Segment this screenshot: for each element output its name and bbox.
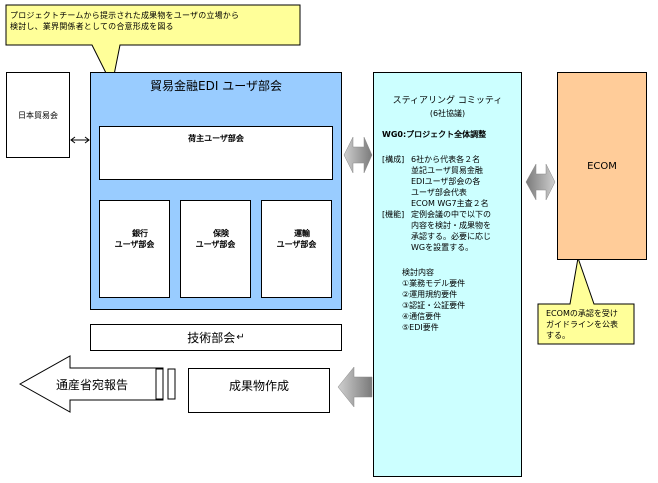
insurance-user-group: 保険 ユーザ部会 — [180, 200, 251, 298]
composition-line: 並記ユーザ貿易金融 — [411, 166, 483, 175]
japan-trade-assoc-box: 日本貿易会 — [6, 72, 70, 158]
block-arrow-deliverables-icon — [337, 366, 373, 408]
topic-item: ⑤EDI要件 — [402, 323, 439, 332]
function-line: WGを設置する。 — [411, 243, 474, 252]
function-line: 承認する。必要に応じ — [411, 232, 491, 241]
topic-item: ②運用規約要件 — [402, 290, 458, 299]
report-arrow-label: 通産省宛報告 — [56, 378, 129, 392]
topic-item: ③認証・公証要件 — [402, 301, 466, 310]
steering-wg0: WG0:プロジェクト全体調整 — [382, 130, 487, 139]
steering-function: 定例会議の中で以下の 内容を検討・成果物を 承認する。必要に応じ WGを設置する… — [411, 209, 521, 253]
transport-user-group-label: 運輸 ユーザ部会 — [276, 229, 317, 249]
topic-item: ④通信要件 — [402, 312, 442, 321]
bank-user-group-label: 銀行 ユーザ部会 — [114, 229, 155, 249]
composition-line: EDIユーザ部会の各 — [411, 177, 481, 186]
transport-user-group: 運輸 ユーザ部会 — [261, 200, 332, 298]
ecom-label: ECOM — [587, 160, 617, 172]
steering-subtitle: (6社協議) — [429, 109, 466, 118]
function-line: 定例会議の中で以下の — [411, 210, 491, 219]
trade-finance-group: 貿易金融EDI ユーザ部会 荷主ユーザ部会 銀行 ユーザ部会 保険 ユーザ部会 … — [90, 72, 342, 310]
steering-function-label: [機能] — [382, 210, 405, 219]
topic-item: ①業務モデル要件 — [402, 279, 466, 288]
steering-committee: スティアリング コミッティ (6社協議) WG0:プロジェクト全体調整 [構成]… — [373, 72, 522, 477]
callout-ecom-shape — [537, 256, 635, 345]
callout-top-text: プロジェクトチームから提示された成果物をユーザの立場から 検討し、業界関係者とし… — [10, 11, 240, 31]
steering-composition-label: [構成] — [382, 155, 405, 164]
composition-line: 6社から代表各２名 — [411, 155, 481, 164]
tech-committee-box: 技術部会 ↵ — [90, 324, 342, 351]
steering-topics: ①業務モデル要件 ②運用規約要件 ③認証・公証要件 ④通信要件 ⑤EDI要件 — [402, 278, 520, 333]
callout-ecom-text: ECOMの承認を受け ガイドラインを公表 する。 — [546, 309, 618, 340]
shipper-user-group-label: 荷主ユーザ部会 — [188, 134, 244, 143]
deliverables-box: 成果物作成 — [188, 368, 330, 413]
composition-line: ECOM WG7主査２名 — [411, 199, 489, 208]
tech-committee-label: 技術部会 — [187, 331, 236, 345]
tech-committee-mark: ↵ — [236, 332, 245, 343]
report-bar-2 — [167, 368, 176, 400]
japan-trade-assoc-label: 日本貿易会 — [18, 110, 58, 120]
block-arrow-left-icon — [343, 136, 373, 174]
bank-user-group: 銀行 ユーザ部会 — [99, 200, 170, 298]
deliverables-label: 成果物作成 — [228, 379, 289, 393]
steering-composition: 6社から代表各２名 並記ユーザ貿易金融 EDIユーザ部会の各 ユーザ部会代表 E… — [411, 154, 521, 209]
block-arrow-right-icon — [525, 163, 556, 201]
composition-line: ユーザ部会代表 — [411, 188, 467, 197]
trade-finance-group-title: 貿易金融EDI ユーザ部会 — [150, 78, 282, 93]
steering-title: スティアリング コミッティ — [392, 96, 503, 106]
insurance-user-group-label: 保険 ユーザ部会 — [195, 229, 236, 249]
callout-top-shape — [5, 4, 301, 87]
report-bar-1 — [155, 368, 164, 400]
ecom-box: ECOM — [557, 72, 647, 260]
shipper-user-group: 荷主ユーザ部会 — [99, 126, 333, 180]
double-arrow-connector — [70, 136, 90, 144]
function-line: 内容を検討・成果物を — [411, 221, 491, 230]
steering-topics-label: 検討内容 — [402, 268, 434, 277]
